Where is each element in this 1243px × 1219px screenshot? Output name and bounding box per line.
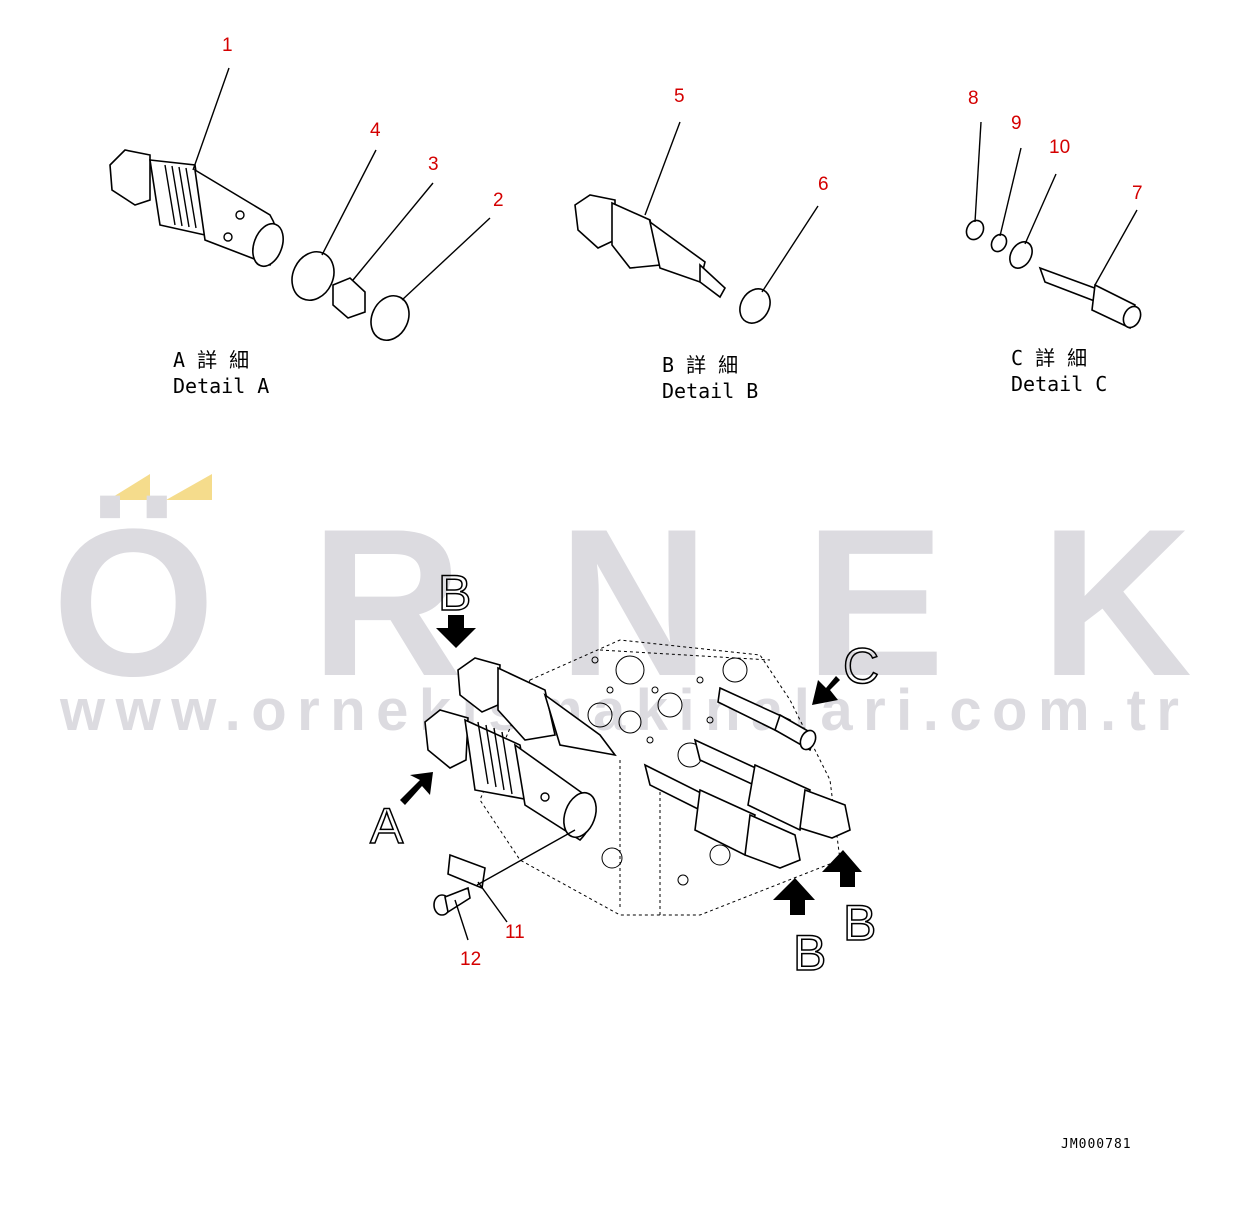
callout-8: 8 <box>968 88 979 109</box>
watermark-accent <box>166 474 212 500</box>
watermark: ÖRNEK www.ornekismakinalari.com.tr <box>52 474 1192 743</box>
detail-c-caption: Detail C <box>1011 372 1107 396</box>
o-ring-part-8 <box>965 219 985 241</box>
watermark-accent <box>108 474 150 500</box>
backup-ring-part-3 <box>332 277 366 319</box>
callout-5: 5 <box>674 86 685 107</box>
detail-b <box>574 121 819 324</box>
arrow-icon <box>400 772 433 805</box>
detail-a-caption: Detail A <box>173 374 269 398</box>
callout-3: 3 <box>428 154 439 175</box>
callout-7: 7 <box>1132 183 1143 204</box>
relief-valve-part-1 <box>109 149 284 268</box>
o-ring-part-2 <box>370 295 410 341</box>
drawing-code: JM000781 <box>1061 1137 1132 1152</box>
valve-a <box>424 709 597 842</box>
callout-6: 6 <box>818 174 829 195</box>
view-marker-a: A <box>370 798 404 854</box>
callout-11: 11 <box>505 922 525 943</box>
view-marker-b-top: B <box>438 565 471 621</box>
detail-c-caption-jp: C 詳 細 <box>1011 346 1087 370</box>
plug-part-7 <box>1038 266 1142 330</box>
detail-b-caption-jp: B 詳 細 <box>662 353 738 377</box>
view-marker-b-lower-left: B <box>793 925 826 981</box>
o-ring-part-9 <box>990 233 1008 253</box>
detail-b-caption: Detail B <box>662 379 758 403</box>
callout-12: 12 <box>460 949 481 970</box>
rivet-part-12 <box>433 886 471 916</box>
detail-a-caption-jp: A 詳 細 <box>173 348 249 372</box>
arrow-icon <box>773 878 815 915</box>
relief-valve-part-5 <box>574 194 727 299</box>
arrow-icon <box>812 676 840 705</box>
view-marker-b-lower-right: B <box>843 895 876 951</box>
view-marker-c: C <box>843 638 879 694</box>
valve-b-lower-right <box>693 738 851 839</box>
valve-b-lower-left <box>643 763 801 869</box>
callout-4: 4 <box>370 120 381 141</box>
arrow-icon <box>822 850 862 887</box>
callout-9: 9 <box>1011 113 1022 134</box>
callout-2: 2 <box>493 190 504 211</box>
valve-c <box>717 686 817 752</box>
control-valve-assembly <box>424 639 851 941</box>
valve-b-upper <box>457 657 617 757</box>
detail-a <box>109 67 491 341</box>
o-ring-part-6 <box>739 288 771 324</box>
callout-1: 1 <box>222 35 233 56</box>
watermark-url: www.ornekismakinalari.com.tr <box>59 678 1185 743</box>
callout-10: 10 <box>1049 137 1070 158</box>
o-ring-part-10 <box>1009 241 1033 269</box>
detail-c <box>965 121 1142 330</box>
arrow-icon <box>436 615 476 648</box>
